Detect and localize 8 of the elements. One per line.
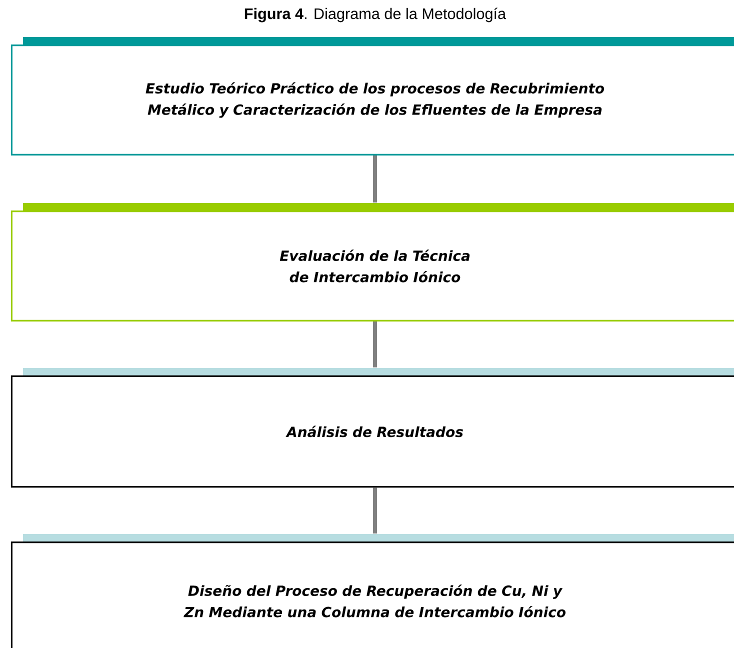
process-box: Análisis de Resultados bbox=[10, 368, 734, 488]
diagram-title: Figura 4. Diagrama de la Metodología bbox=[244, 8, 506, 22]
process-box: Evaluación de la Técnica de Intercambio Iónico bbox=[10, 203, 734, 322]
connector-line bbox=[373, 155, 377, 203]
process-box: Estudio Teórico Práctico de los procesos de Recubrimiento Metálico y Caracterización de los Efluentes de la Empresa bbox=[10, 37, 734, 156]
connector-line bbox=[373, 321, 377, 368]
connector-line bbox=[373, 488, 377, 534]
process-box: Diseño del Proceso de Recuperación de Cu, Ni y Zn Mediante una Columna de Intercambio Iónico bbox=[10, 534, 734, 648]
